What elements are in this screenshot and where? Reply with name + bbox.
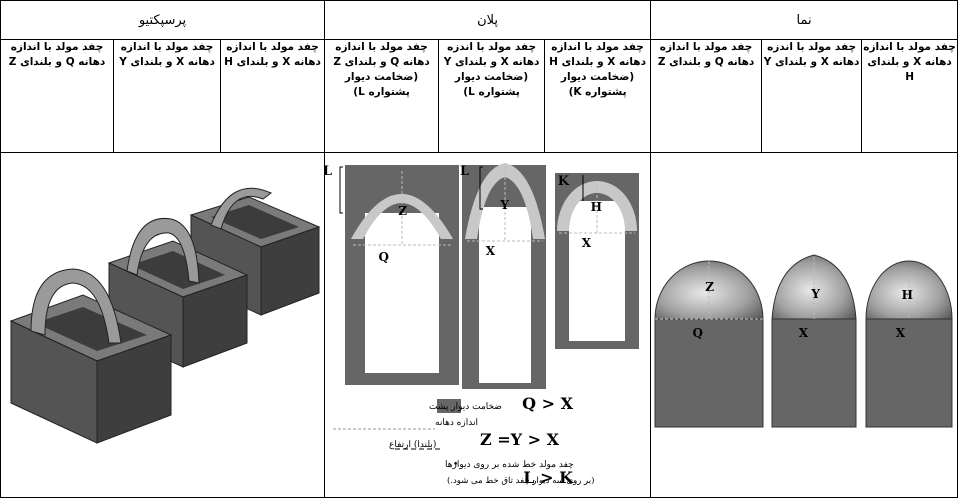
plan-label-y: Y	[499, 198, 509, 212]
legend-span: اندازه دهانه	[435, 418, 478, 428]
perspective-box-z	[9, 268, 173, 444]
elevation-xy: Y X	[771, 254, 857, 428]
plan-label-x1: X	[486, 244, 496, 258]
perspective-drawing	[9, 187, 321, 444]
header-elevation: نما	[650, 0, 959, 40]
legend-wall-swatch	[437, 399, 462, 413]
elevation-cell: Z Q Y X H X	[650, 152, 959, 498]
header-perspective: پرسپکتیو	[0, 0, 326, 40]
legend-note1: چفد مولد خط شده بر روی دیوارها	[445, 460, 574, 470]
elevation-qz: Z Q	[654, 260, 764, 428]
relation-lk: L > K	[523, 468, 574, 487]
elev-label-x1: X	[799, 326, 809, 340]
plan-label-h: H	[591, 200, 602, 214]
plan-qz: L Z Q	[323, 164, 460, 385]
elev-label-y: Y	[811, 287, 821, 301]
elev-label-z: Z	[705, 280, 714, 294]
legend-wall: ضخامت دیوار پشت	[429, 402, 502, 412]
relation-zyx: Z =Y > X	[480, 430, 560, 449]
relation-qx: Q > X	[522, 394, 573, 413]
plan-label-l2: L	[460, 164, 469, 179]
plan-label-x2: X	[582, 236, 592, 250]
legend-height: (بلندا) ارتفاع	[389, 439, 436, 450]
header-plan: پلان	[324, 0, 652, 40]
legend: ضخامت دیوار پشت اندازه دهانه (بلندا) ارت…	[333, 399, 594, 486]
plan-label-z: Z	[398, 204, 407, 218]
elev-label-q: Q	[693, 326, 703, 340]
elev-label-x2: X	[896, 326, 906, 340]
elev-label-h: H	[902, 288, 913, 302]
plan-label-q: Q	[379, 250, 389, 264]
plan-xh: K H X	[555, 173, 640, 349]
elevation-xh: H X	[865, 260, 953, 428]
plan-drawing: L Z Q L Y X	[323, 163, 640, 487]
perspective-cell	[0, 152, 326, 498]
plan-label-k: K	[558, 174, 570, 189]
elevation-drawing: Z Q Y X H X	[654, 254, 953, 428]
plan-label-l1: L	[325, 164, 332, 179]
plan-xy: L Y X	[460, 163, 547, 389]
legend-bullet: •	[453, 460, 458, 470]
relations: Q > X Z =Y > X L > K	[480, 394, 574, 487]
plan-cell: L Z Q L Y X	[323, 152, 652, 498]
legend-note2: (بر روی سه دیوار چفد تاق خط می شود.)	[447, 475, 594, 486]
